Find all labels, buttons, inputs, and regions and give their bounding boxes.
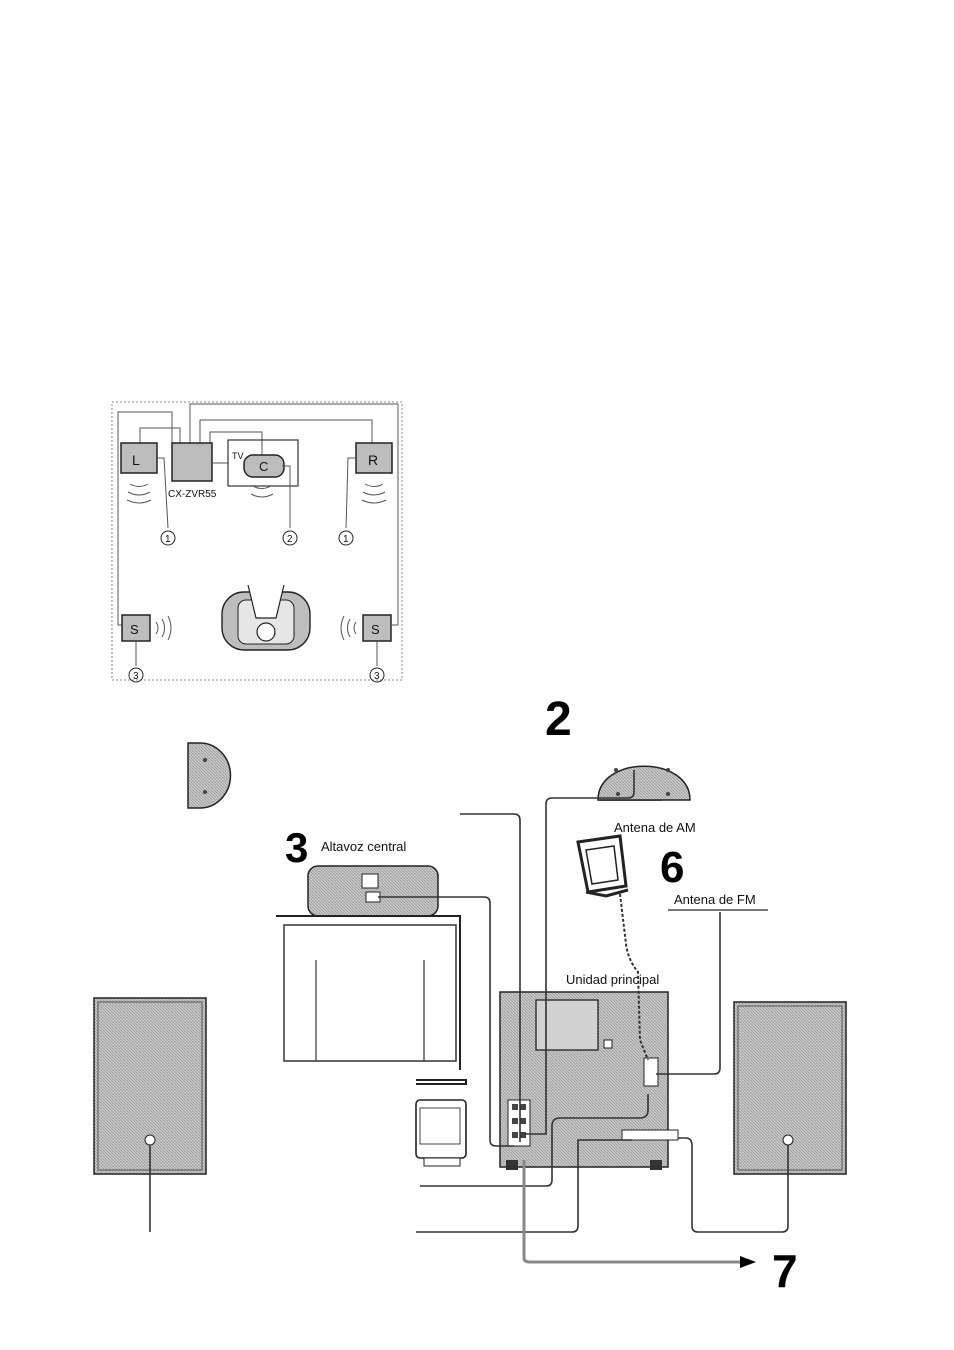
speaker-center-label: C — [259, 459, 268, 474]
cable-step-7 — [524, 1160, 742, 1262]
front-speaker-right-icon — [734, 1002, 846, 1174]
sound-wave-left-icon — [127, 484, 151, 503]
step-6-number: 6 — [660, 843, 684, 892]
main-unit-icon — [500, 992, 678, 1170]
sound-wave-surround-right-icon — [341, 616, 356, 640]
sound-wave-surround-left-icon — [156, 616, 171, 640]
step-7-number: 7 — [772, 1245, 798, 1297]
am-antenna-label: Antena de AM — [614, 820, 696, 835]
model-label: CX-ZVR55 — [168, 489, 217, 500]
am-antenna-icon — [578, 836, 628, 896]
center-speaker-icon — [308, 866, 438, 916]
marker-1-right-label: 1 — [343, 534, 349, 545]
marker-3-right-label: 3 — [374, 671, 380, 682]
fm-antenna-label: Antena de FM — [674, 892, 756, 907]
speaker-right-label: R — [368, 452, 378, 468]
marker-line-1-left — [158, 458, 168, 528]
marker-2-label: 2 — [287, 534, 293, 545]
video-device-icon — [416, 1080, 466, 1166]
speaker-surround-right-label: S — [371, 622, 380, 637]
marker-3-left-label: 3 — [133, 671, 139, 682]
room-layout-diagram: L TV C R CX-ZVR55 1 2 1 S — [112, 402, 402, 682]
main-unit-label: Unidad principal — [566, 972, 659, 987]
step-2-number: 2 — [545, 693, 572, 746]
sound-wave-right-icon — [362, 484, 386, 503]
main-unit-box — [172, 443, 212, 481]
speaker-surround-left-label: S — [130, 622, 139, 637]
marker-line-1-right — [346, 458, 355, 528]
sound-wave-center-icon — [251, 486, 273, 497]
surround-speaker-partial — [188, 743, 230, 808]
wire-right — [190, 404, 398, 625]
center-speaker-label: Altavoz central — [321, 839, 406, 854]
speaker-left-label: L — [132, 452, 140, 468]
connection-diagram: 2 3 Altavoz central Antena de AM 6 Anten… — [94, 693, 846, 1297]
arrow-right-icon — [740, 1256, 756, 1268]
marker-1-left-label: 1 — [165, 534, 171, 545]
listener-icon — [222, 585, 310, 650]
tv-icon — [276, 916, 460, 1070]
surround-speaker-dome — [598, 766, 690, 800]
marker-line-2 — [282, 466, 290, 528]
step-3-number: 3 — [285, 824, 308, 871]
tv-label: TV — [232, 451, 244, 461]
